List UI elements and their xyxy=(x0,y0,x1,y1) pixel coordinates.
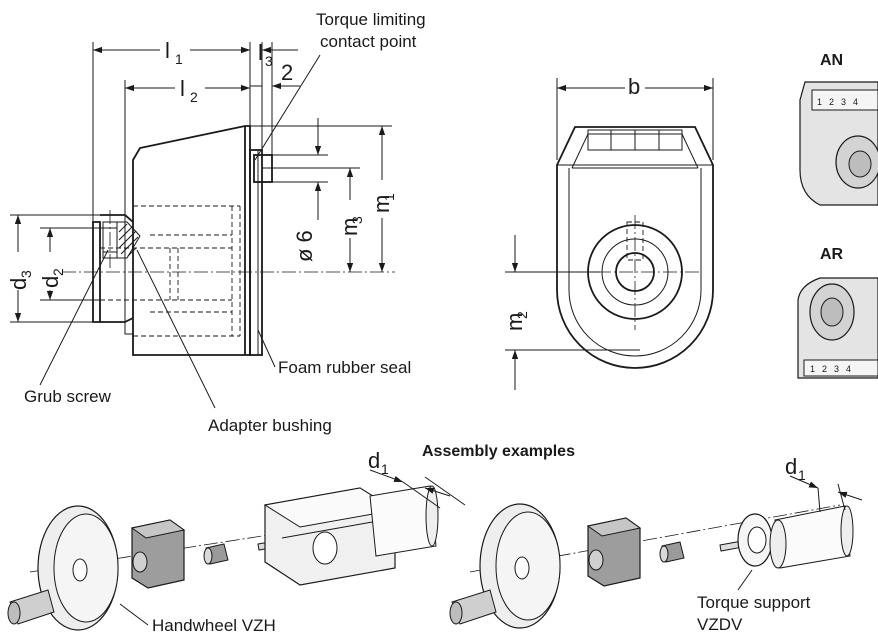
hatching xyxy=(118,223,139,257)
dim-d1-left-sub: 1 xyxy=(381,461,389,477)
assembly-right: d 1 xyxy=(449,454,863,629)
variant-ar-label: AR xyxy=(820,246,844,263)
dim-d2-sub: 2 xyxy=(50,268,66,276)
dim-b: b xyxy=(628,74,640,99)
front-view: b m 2 xyxy=(502,74,714,390)
ar-digit-1: 1 xyxy=(810,364,815,374)
dim-d1-right-sub: 1 xyxy=(798,467,806,483)
label-torque-support-line1: Torque support xyxy=(697,593,811,612)
side-view: l 1 l 2 l 3 2 ø 6 m 3 m 1 xyxy=(6,38,397,409)
ar-digit-4: 4 xyxy=(846,364,851,374)
label-torque-point-line1: Torque limiting xyxy=(316,10,426,29)
dim-m1: m xyxy=(369,195,394,213)
label-adapter-bushing: Adapter bushing xyxy=(208,416,332,435)
label-foam-seal: Foam rubber seal xyxy=(278,358,411,377)
dim-d1-left: d xyxy=(368,448,380,473)
dim-l2: l xyxy=(180,76,185,101)
dim-d2: d xyxy=(38,276,63,288)
dim-d3: d xyxy=(6,278,31,290)
ar-digit-2: 2 xyxy=(822,364,827,374)
label-torque-point-line2: contact point xyxy=(320,32,417,51)
assembly-left: d 1 xyxy=(7,448,466,631)
dim-l2-sub: 2 xyxy=(190,89,198,105)
dim-m3-sub: 3 xyxy=(349,216,365,224)
dim-phi6: ø 6 xyxy=(292,230,317,262)
an-digit-1: 1 xyxy=(817,97,822,107)
variant-an: AN 1 2 3 4 xyxy=(799,52,878,206)
an-digit-4: 4 xyxy=(853,97,858,107)
dim-d3-sub: 3 xyxy=(18,270,34,278)
label-grub-screw: Grub screw xyxy=(24,387,112,406)
dim-m2-sub: 2 xyxy=(514,311,530,319)
assembly-title: Assembly examples xyxy=(422,443,575,460)
dim-l1: l xyxy=(165,38,170,63)
variant-ar: AR 1 2 3 4 xyxy=(797,246,878,379)
label-torque-support-line2: VZDV xyxy=(697,615,743,634)
dim-2: 2 xyxy=(281,60,293,85)
dim-m3: m xyxy=(337,218,362,236)
an-digit-2: 2 xyxy=(829,97,834,107)
dim-m2: m xyxy=(502,313,527,331)
dim-l3-sub: 3 xyxy=(265,53,273,69)
dim-d1-right: d xyxy=(785,454,797,479)
dim-l3: l xyxy=(258,40,263,65)
dim-l1-sub: 1 xyxy=(175,51,183,67)
dim-m1-sub: 1 xyxy=(381,193,397,201)
an-digit-3: 3 xyxy=(841,97,846,107)
label-handwheel: Handwheel VZH xyxy=(152,616,276,635)
ar-digit-3: 3 xyxy=(834,364,839,374)
variant-an-label: AN xyxy=(820,52,843,69)
